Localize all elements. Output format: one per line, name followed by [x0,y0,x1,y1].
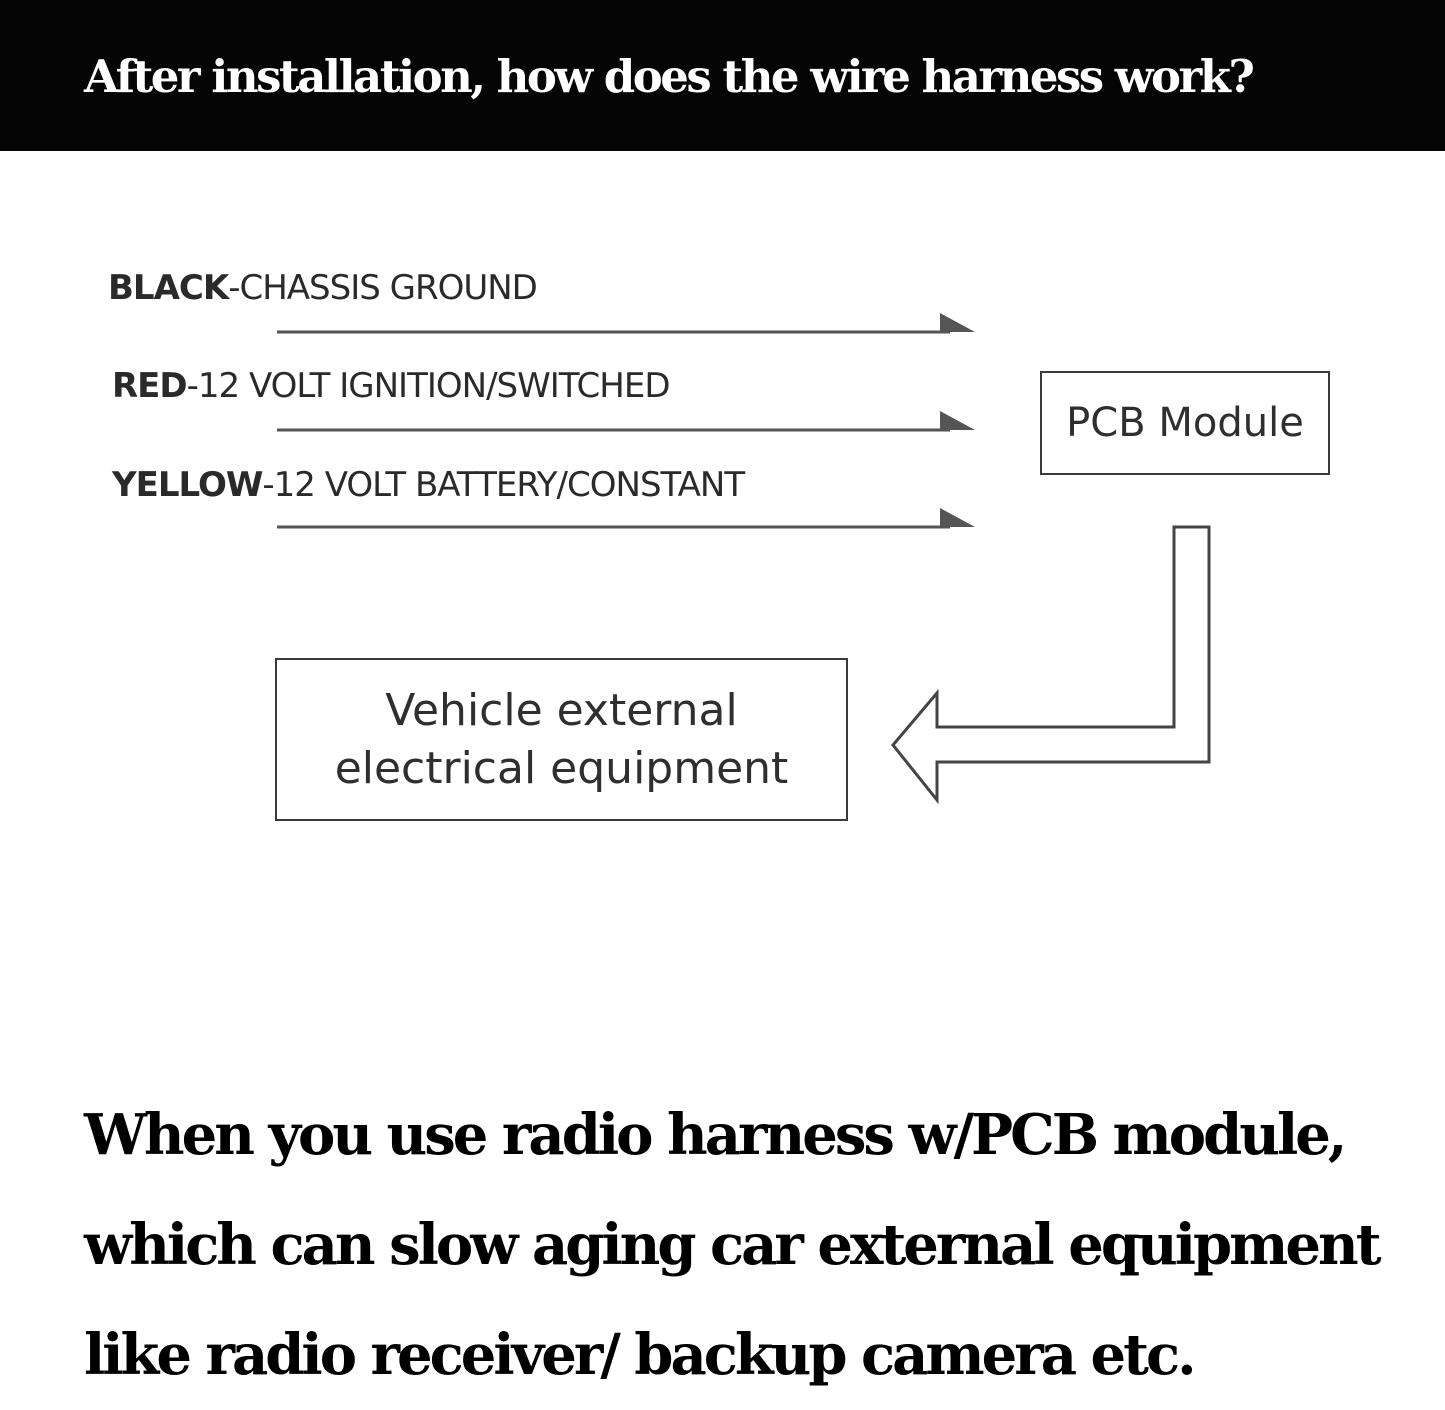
wire-description-red: -12 VOLT IGNITION/SWITCHED [186,366,671,406]
wire-label-yellow: YELLOW-12 VOLT BATTERY/CONSTANT [112,465,745,505]
footer-line-1: When you use radio harness w/PCB module, [84,1102,1347,1168]
footer-text: When you use radio harness w/PCB module,… [84,1080,1404,1410]
wire-color-red: RED [112,366,188,406]
wire-description-black: -CHASSIS GROUND [228,268,538,308]
wire-arrow-red [277,411,975,432]
wire-label-red: RED-12 VOLT IGNITION/SWITCHED [112,366,670,406]
footer-line-3: like radio receiver/ backup camera etc. [84,1322,1197,1388]
pcb-module-label: PCB Module [1066,400,1304,446]
equipment-box: Vehicle external electrical equipment [275,658,848,821]
wire-label-black: BLACK-CHASSIS GROUND [108,268,538,308]
wire-color-yellow: YELLOW [112,465,263,505]
output-arrow [891,525,1211,805]
wire-color-black: BLACK [108,268,229,308]
footer-line-2: which can slow aging car external equipm… [84,1212,1382,1278]
wire-arrow-black [277,313,975,334]
pcb-module-box: PCB Module [1040,371,1330,475]
wire-arrow-yellow [277,508,975,529]
header-bar: After installation, how does the wire ha… [0,0,1445,151]
page-title: After installation, how does the wire ha… [84,50,1255,103]
wire-description-yellow: -12 VOLT BATTERY/CONSTANT [262,465,745,505]
equipment-label: Vehicle external electrical equipment [334,685,789,794]
